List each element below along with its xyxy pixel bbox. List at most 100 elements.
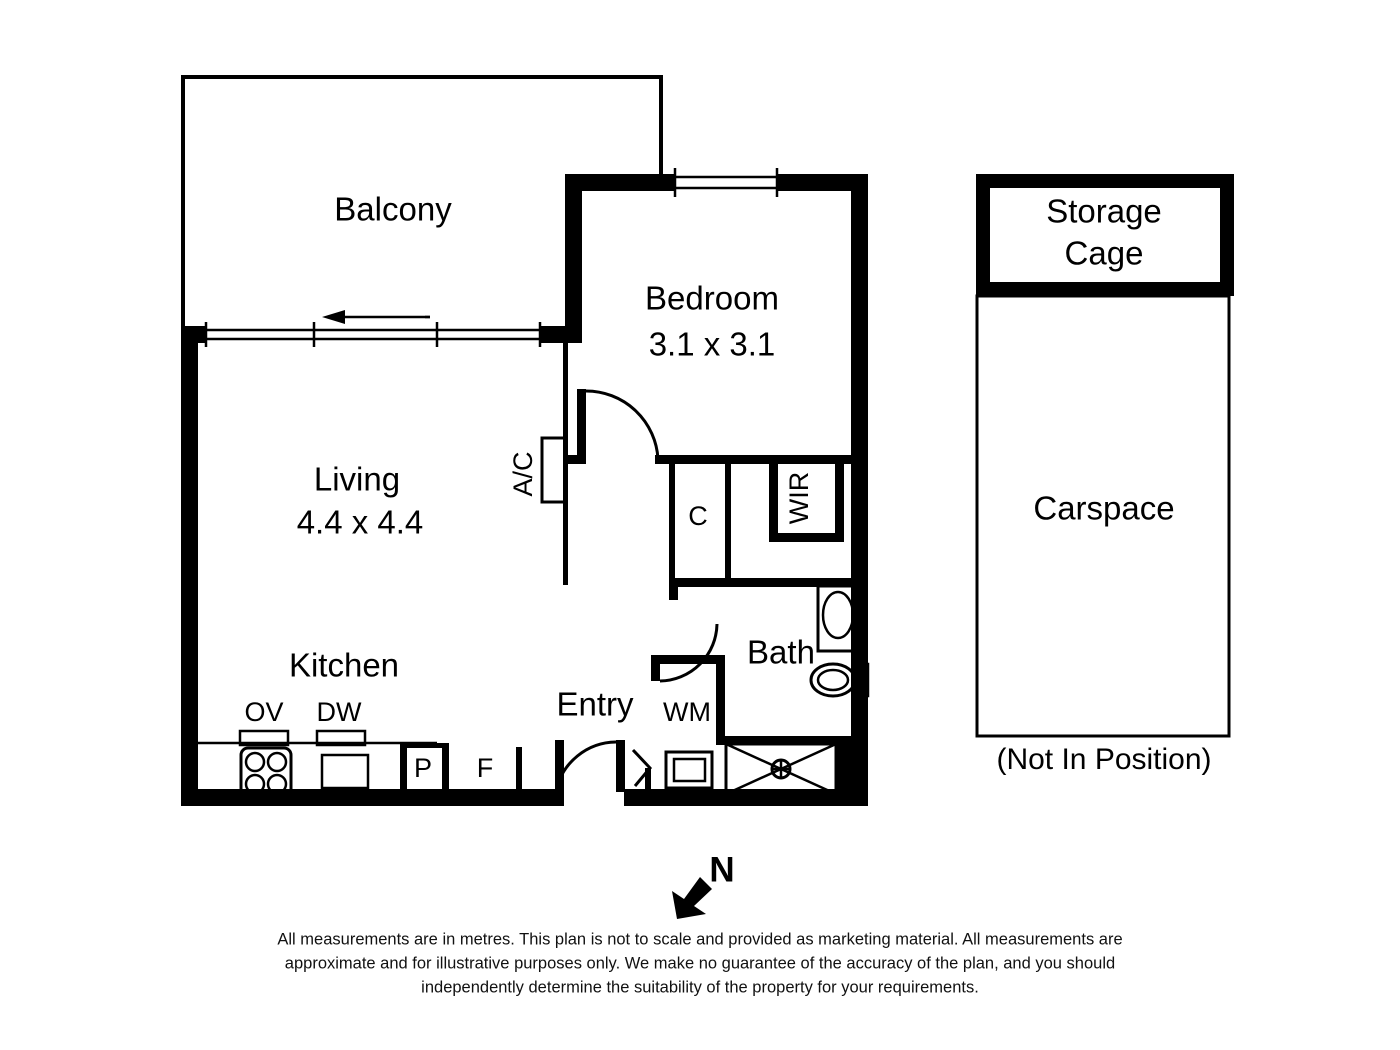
dishwasher-label: DW	[317, 697, 362, 727]
wall-bedroom-top-left	[565, 174, 675, 191]
disclaimer-line-1: All measurements are in metres. This pla…	[277, 930, 1122, 948]
kitchen-label: Kitchen	[289, 647, 399, 684]
carspace-outline	[975, 294, 1231, 738]
shower-tray	[724, 742, 838, 796]
bedroom-door-swing-arc	[585, 389, 660, 460]
slider-arrow-head	[322, 310, 345, 324]
bathroom-fixtures	[724, 584, 870, 796]
pantry-wall-top	[400, 743, 449, 748]
carspace: Carspace (Not In Position)	[975, 294, 1231, 776]
wall-exterior-right	[851, 174, 868, 806]
entry-door-swing-arc	[554, 740, 617, 792]
balcony-area: Balcony	[181, 75, 663, 330]
wall-laundry-top-left-nub	[651, 655, 660, 681]
entry-door[interactable]	[554, 740, 617, 792]
bath-door-swing-arc	[659, 623, 719, 683]
wall-wir-left	[769, 464, 778, 542]
service-duct-block	[836, 736, 868, 806]
air-conditioner: A/C	[508, 436, 568, 504]
wall-closet-right	[725, 455, 731, 585]
storage-cage-wall-bottom	[976, 282, 1234, 296]
wall-entry-jamb-left	[555, 740, 564, 792]
laundry-door-leaf	[645, 768, 651, 792]
not-in-position-note: (Not In Position)	[996, 743, 1211, 776]
bath-door[interactable]	[659, 623, 719, 683]
dishwasher-top	[315, 729, 367, 747]
cooktop-burner-3	[244, 773, 266, 795]
washing-machine-body	[664, 750, 714, 790]
north-label: N	[709, 850, 734, 889]
cooktop-burner-2	[266, 751, 288, 773]
oven-label: OV	[244, 697, 283, 727]
wall-shower-top	[716, 736, 841, 745]
wall-slider-jamb-left	[181, 326, 206, 343]
closet-label: C	[688, 501, 708, 531]
toilet-cistern	[851, 662, 870, 698]
wall-laundry-top	[651, 655, 725, 664]
washing-machine-drum	[672, 757, 707, 783]
wall-slider-jamb-right	[540, 326, 582, 343]
bedroom-door-jamb	[577, 389, 586, 463]
storage-cage-wall-left	[976, 174, 990, 296]
balcony-wall-left	[181, 75, 185, 330]
bedroom-door[interactable]	[585, 389, 660, 460]
kitchen-fixtures: OV DW P F	[198, 697, 522, 800]
storage-cage-wall-top	[976, 174, 1234, 188]
cooktop-body	[239, 746, 293, 800]
oven-body	[238, 729, 290, 747]
wall-wir-right	[835, 464, 844, 542]
pantry-wall-right	[442, 743, 449, 790]
toilet-bowl-inner	[816, 668, 850, 692]
wall-bath-top	[669, 578, 859, 587]
fridge-label: F	[477, 753, 494, 783]
disclaimer-line-2: approximate and for illustrative purpose…	[285, 954, 1115, 972]
wall-entry-jamb-right	[616, 740, 625, 792]
closet-jamb-bottom	[669, 569, 675, 585]
living-dimensions: 4.4 x 4.4	[297, 504, 424, 541]
balcony-label: Balcony	[334, 191, 452, 228]
north-indicator: N	[672, 850, 735, 919]
wall-exterior-left	[181, 326, 198, 806]
laundry-area: WM	[631, 697, 714, 792]
aircon-label: A/C	[508, 451, 538, 496]
disclaimer-line-3: independently determine the suitability …	[421, 978, 979, 996]
storage-cage-wall-right	[1220, 174, 1234, 296]
wall-exterior-bottom-left	[181, 789, 564, 806]
pantry-wall-left	[400, 743, 407, 790]
toilet-bowl-outer	[809, 662, 857, 698]
cooktop-burner-1	[244, 751, 266, 773]
carspace-label: Carspace	[1033, 490, 1174, 527]
bedroom-window	[673, 168, 779, 197]
wall-bedroom-bottom-a	[655, 455, 725, 464]
wall-laundry-right	[716, 655, 725, 740]
bathtub-basin	[821, 590, 855, 640]
living-label: Living	[314, 461, 400, 498]
walk-in-robe-label: WIR	[784, 472, 814, 524]
closet-jamb-top	[669, 455, 675, 471]
wall-bedroom-left-upper	[565, 174, 582, 326]
balcony-wall-right	[659, 75, 663, 175]
storage-cage-label-line1: Storage	[1046, 193, 1162, 230]
sliding-door-balcony[interactable]	[204, 310, 542, 347]
balcony-wall-top	[181, 75, 663, 79]
wall-bedroom-top-right	[777, 174, 868, 191]
cooktop-burner-4	[266, 773, 288, 795]
storage-cage-label-line2: Cage	[1065, 235, 1144, 272]
wall-wir-bottom	[769, 533, 844, 542]
bedroom-dimensions: 3.1 x 3.1	[649, 326, 776, 363]
storage-cage: Storage Cage	[976, 174, 1234, 296]
dishwasher-body	[320, 753, 370, 790]
bedroom-door-jamb-foot	[563, 455, 586, 464]
washing-machine-label: WM	[663, 697, 711, 727]
aircon-body	[540, 436, 568, 504]
pantry-label: P	[414, 753, 432, 783]
bath-label: Bath	[747, 634, 815, 671]
disclaimer: All measurements are in metres. This pla…	[277, 930, 1122, 996]
wall-closet-left	[669, 455, 675, 585]
wall-bedroom-bottom-b	[725, 455, 855, 464]
bedroom-label: Bedroom	[645, 280, 779, 317]
wall-bath-top-nub	[669, 578, 678, 600]
fridge-wall-right	[516, 747, 522, 790]
